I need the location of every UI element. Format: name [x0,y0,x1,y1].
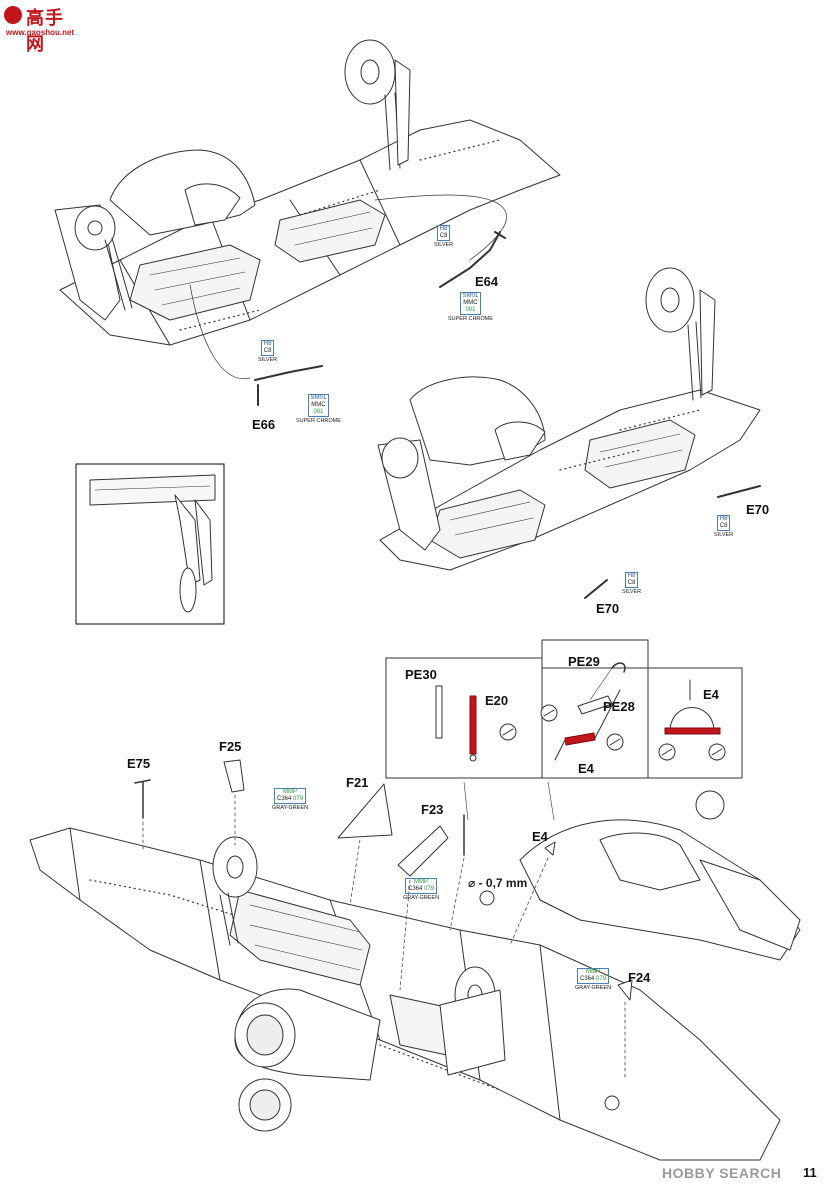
chip-color-name: GRAY-GREEN [575,985,612,991]
drill-note: ⌀ - 0,7 mm [468,876,527,890]
chip-code: MMC [463,300,478,306]
chip-code: C8 [439,233,448,239]
label-f21: F21 [346,775,369,790]
chip-code: C364 [277,796,292,802]
chip-code: C8 [263,348,272,354]
chip-color-name: SILVER [258,357,278,363]
chip-code: SM01 [310,395,327,401]
chip-code: 079 [424,886,435,892]
detail-insets [385,639,743,821]
chip-color-name: SUPER CHROME [448,316,493,322]
label-pe29: PE29 [568,654,600,669]
label-e4-detail: E4 [578,761,594,776]
label-e4-box: E4 [703,687,719,702]
top-left-gear-assembly [54,39,561,406]
hobby-search-watermark: HOBBY SEARCH [662,1165,782,1181]
chip-code: C364 [408,886,423,892]
diameter-icon: ⌀ [468,876,476,890]
label-f24: F24 [628,970,651,985]
chip-code: C8 [627,580,636,586]
chip-color-name: GRAY-GREEN [403,895,440,901]
chip-color-name: SILVER [434,242,454,248]
label-pe28: PE28 [603,699,635,714]
chip-code: H8 [439,226,448,232]
label-f23: F23 [421,802,444,817]
chip-code: H8 [263,341,272,347]
page-number: 11 [803,1165,817,1180]
label-e4-main: E4 [532,829,548,844]
label-e20: E20 [485,693,509,708]
chip-code: 079 [596,976,607,982]
logo-site-url: www.gaoshou.net [6,28,75,37]
chip-code: H8 [719,516,728,522]
label-e70-upper: E70 [746,502,770,517]
chip-color-name: SUPER CHROME [296,418,341,424]
chip-code: SM01 [462,293,479,299]
chip-code: MMP [586,969,601,975]
logo-site-name: 高手网 [26,8,64,54]
chip-code: MMP [283,789,298,795]
site-logo: 高手网 www.gaoshou.net [4,4,76,54]
gear-detail-box [75,463,225,625]
logo-mark-icon [4,6,22,24]
chip-code: MMP [414,879,429,885]
chip-code: 001 [465,307,476,313]
chip-color-name: SILVER [622,589,642,595]
chip-code: C8 [719,523,728,529]
chip-code: 079 [293,796,304,802]
label-e64: E64 [475,274,499,289]
label-pe30: PE30 [405,667,437,682]
chip-code: MMC [311,402,326,408]
main-lower-view [29,759,801,1161]
label-f25: F25 [219,739,242,754]
chip-color-name: SILVER [714,532,734,538]
chip-color-name: GRAY-GREEN [272,805,309,811]
label-e66: E66 [252,417,276,432]
label-e75: E75 [127,756,151,771]
chip-code: 001 [313,409,324,415]
label-e70-lower: E70 [596,601,620,616]
top-right-gear-assembly [377,267,761,599]
chip-code: H8 [627,573,636,579]
chip-code: C364 [580,976,595,982]
drill-size: - 0,7 mm [478,876,528,890]
